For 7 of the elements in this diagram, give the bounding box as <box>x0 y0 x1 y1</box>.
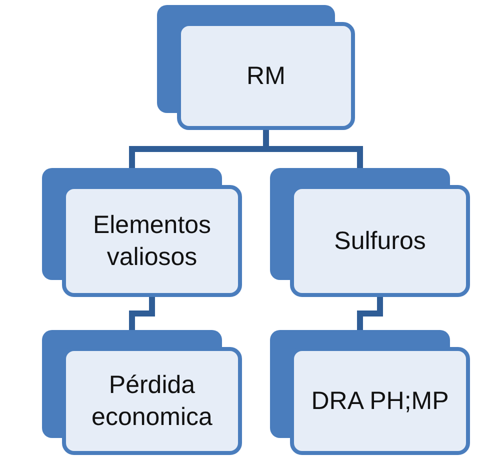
node-label: DRA PH;MP <box>310 386 450 417</box>
connector-line <box>129 297 155 330</box>
connector-line <box>357 297 383 330</box>
node-label: Pérdida economica <box>90 370 214 433</box>
node-label: RM <box>246 60 286 92</box>
node-label: Elementos valiosos <box>92 210 212 273</box>
node-label: Sulfuros <box>333 226 427 257</box>
